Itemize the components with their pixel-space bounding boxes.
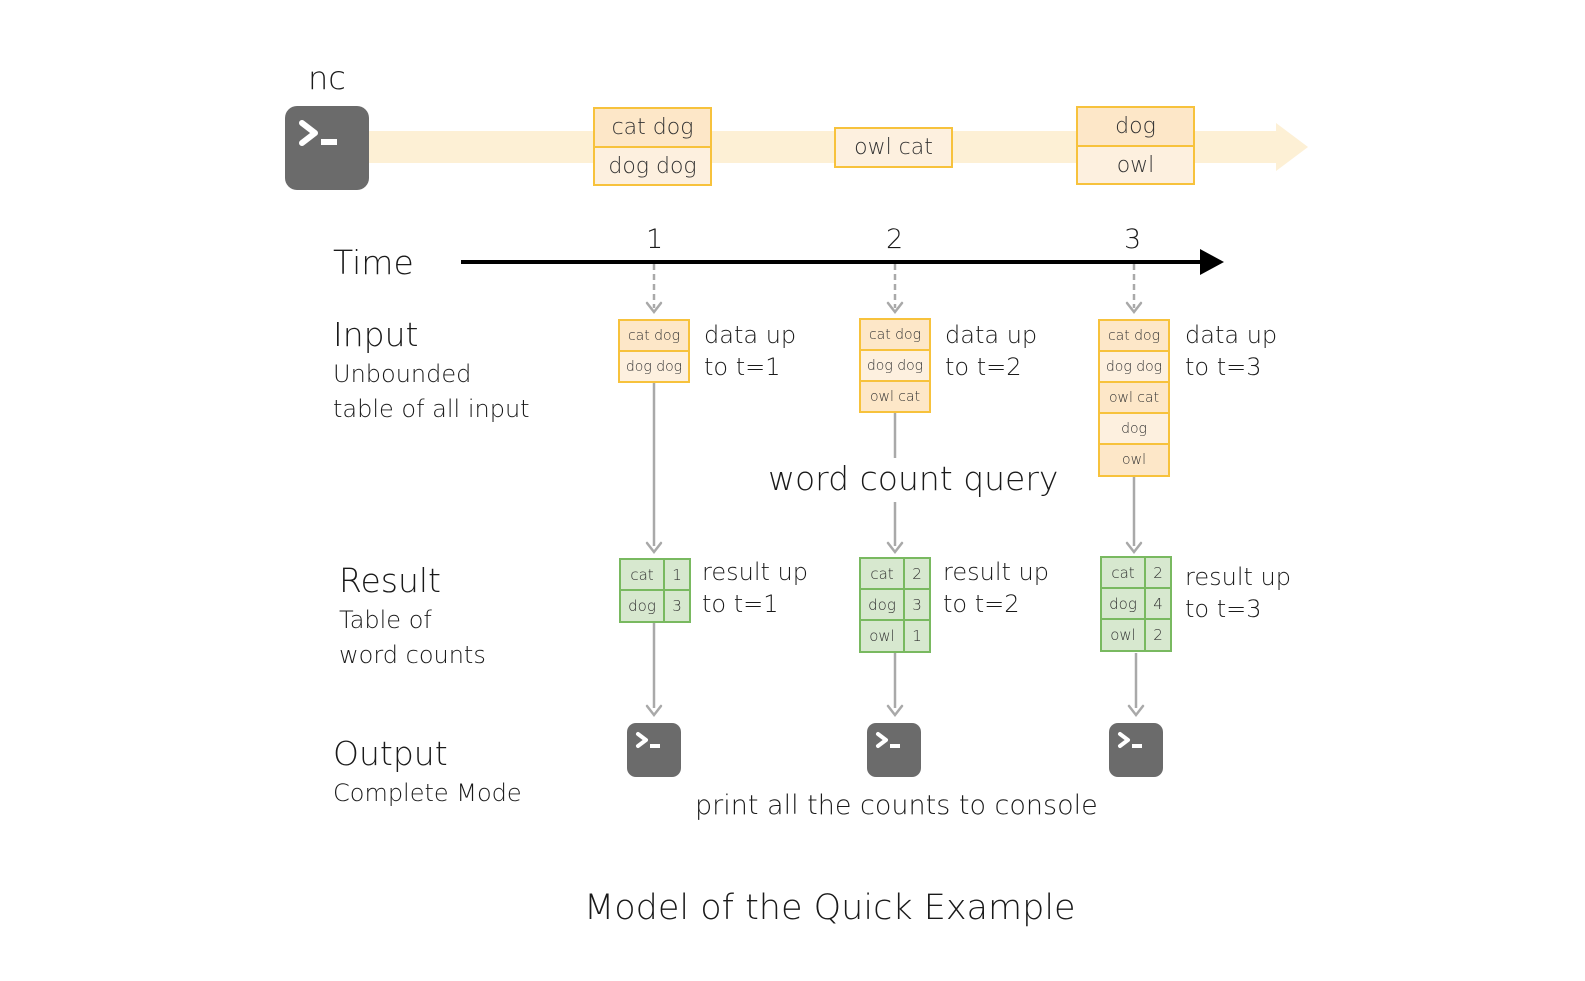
result-table-1-count-1: 1 [663,558,691,591]
result-table-1-word-2: dog [619,589,665,623]
diagram-caption: Model of the Quick Example [584,888,1076,928]
result-table-3-count-3: 2 [1144,618,1172,652]
result-table-3-count-1: 2 [1144,556,1172,589]
input-table-1-row-1: cat dog [618,319,690,352]
result-table-1-count-2: 3 [663,589,691,623]
input-row-title: Input [333,315,419,354]
result-table-1-word-1: cat [619,558,665,591]
stream-batch-3-row-2: owl [1076,145,1195,185]
input-table-1-row-2: dog dog [618,350,690,383]
result-table-2-word-2: dog [859,588,905,621]
stream-batch-3-row-1: dog [1076,106,1195,147]
terminal-icon [867,723,921,777]
output-row-subtitle: Complete Mode [333,779,522,807]
input-table-3-note-2: to t=3 [1185,353,1262,381]
result-table-3-word-2: dog [1100,587,1146,620]
result-row-subtitle-1: Table of [339,606,432,634]
time-axis-arrow [461,249,1224,275]
stream-batch-1-row-2: dog dog [593,146,712,186]
input-row-subtitle-2: table of all input [333,395,530,423]
input-table-2-row-2: dog dog [859,349,931,382]
result-table-2-word-1: cat [859,557,905,590]
result-row-title: Result [339,561,441,600]
input-table-3-note-1: data up [1185,321,1278,349]
terminal-icon [1109,723,1163,777]
stream-batch-1-row-1: cat dog [593,107,712,148]
input-table-3-row-3: owl cat [1098,381,1170,414]
result-table-3-note-1: result up [1185,563,1291,591]
input-table-1-note-1: data up [704,321,797,349]
result-table-2-count-2: 3 [903,588,931,621]
input-row-subtitle-1: Unbounded [333,360,472,388]
result-table-3-note-2: to t=3 [1185,595,1262,623]
input-table-3-row-1: cat dog [1098,319,1170,352]
input-table-2-row-1: cat dog [859,318,931,351]
result-table-1-note-2: to t=1 [702,590,779,618]
input-table-2-row-3: owl cat [859,380,931,413]
source-label: nc [308,59,346,97]
input-table-3-row-4: dog [1098,412,1170,445]
result-table-1-note-1: result up [702,558,808,586]
input-table-3-row-2: dog dog [1098,350,1170,383]
result-table-3-count-2: 4 [1144,587,1172,620]
stream-batch-2-row-1: owl cat [834,127,953,168]
time-tick-2: 2 [886,224,904,255]
input-table-2-note-2: to t=2 [945,353,1022,381]
result-table-2-count-1: 2 [903,557,931,590]
output-row-title: Output [333,734,448,773]
result-table-2-note-1: result up [943,558,1049,586]
result-table-3-word-3: owl [1100,618,1146,652]
output-label: print all the counts to console [695,790,1098,821]
terminal-icon [627,723,681,777]
result-table-2-note-2: to t=2 [943,590,1020,618]
time-label: Time [333,243,414,282]
input-table-1-note-2: to t=1 [704,353,781,381]
input-table-2-note-1: data up [945,321,1038,349]
query-label: word count query [765,462,1062,495]
result-table-2-word-3: owl [859,619,905,653]
result-table-3-word-1: cat [1100,556,1146,589]
time-tick-1: 1 [646,224,664,255]
terminal-icon [285,106,369,190]
result-table-2-count-3: 1 [903,619,931,653]
input-table-3-row-5: owl [1098,443,1170,477]
time-tick-3: 3 [1124,224,1142,255]
result-row-subtitle-2: word counts [339,641,486,669]
